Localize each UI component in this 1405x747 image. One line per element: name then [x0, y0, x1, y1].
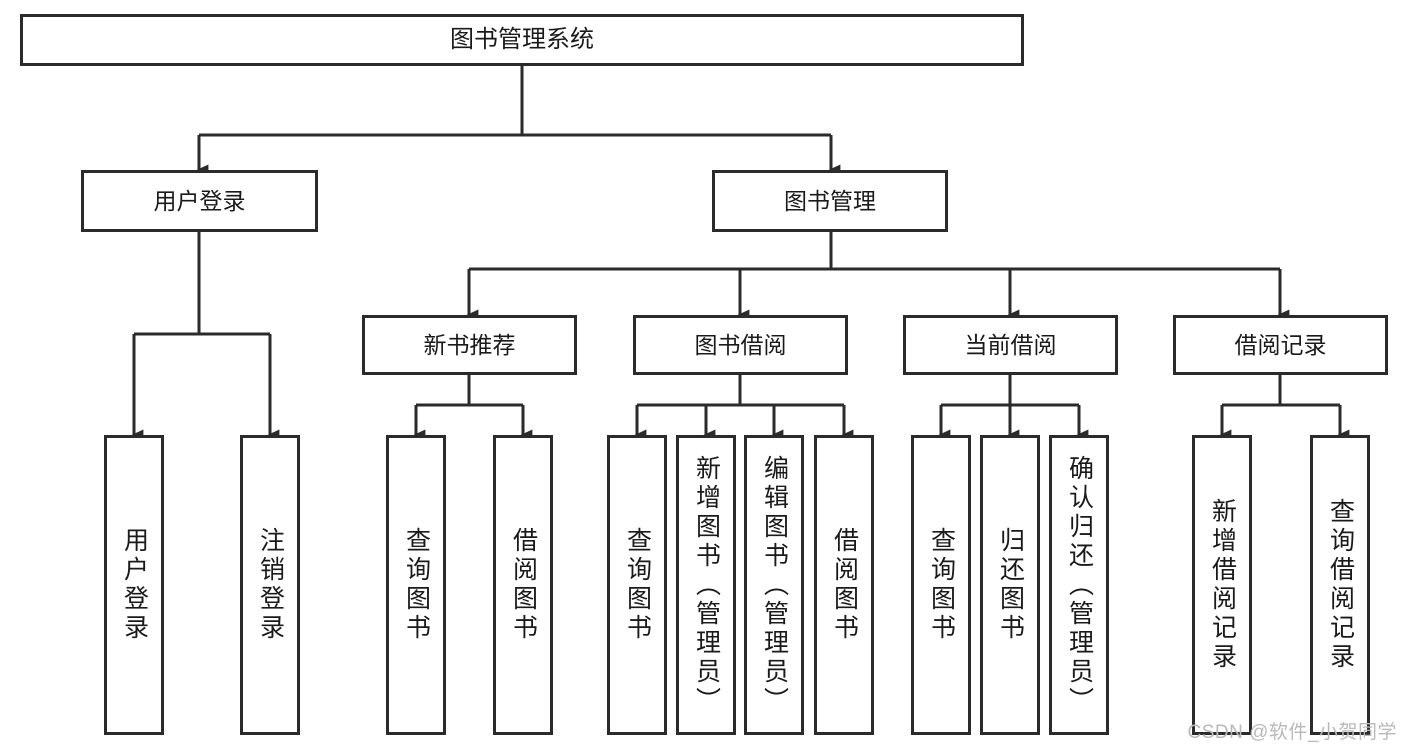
node-label: 借阅图书: [830, 527, 859, 643]
node-root-system[interactable]: 图书管理系统: [20, 14, 1024, 66]
watermark-text: CSDN @软件_小贺同学: [1187, 722, 1397, 743]
leaf-query-book-borrow[interactable]: 查询图书: [607, 435, 667, 735]
leaf-query-book-current[interactable]: 查询图书: [911, 435, 971, 735]
node-label: 借阅记录: [1234, 331, 1327, 358]
node-user-login[interactable]: 用户登录: [81, 170, 318, 232]
node-label: 借阅图书: [509, 527, 538, 643]
leaf-borrow-book-new[interactable]: 借阅图书: [493, 435, 553, 735]
node-label: 查询图书: [927, 527, 956, 643]
node-label: 新书推荐: [423, 331, 516, 358]
leaf-query-book-new[interactable]: 查询图书: [386, 435, 446, 735]
leaf-query-borrow-record[interactable]: 查询借阅记录: [1310, 435, 1370, 735]
node-label: 确认归还（管理员）: [1065, 454, 1094, 716]
leaf-add-book-admin[interactable]: 新增图书（管理员）: [676, 435, 736, 735]
node-label: 编辑图书（管理员）: [760, 454, 789, 716]
node-label: 查询图书: [623, 527, 652, 643]
node-label: 用户登录: [153, 187, 246, 214]
node-label: 图书管理系统: [450, 26, 594, 54]
node-book-borrow[interactable]: 图书借阅: [633, 315, 848, 375]
node-label: 归还图书: [996, 527, 1025, 643]
node-label: 用户登录: [120, 527, 149, 643]
node-label: 注销登录: [256, 527, 285, 643]
leaf-user-login[interactable]: 用户登录: [104, 435, 164, 735]
node-new-book-recommend[interactable]: 新书推荐: [362, 315, 577, 375]
node-label: 查询借阅记录: [1326, 498, 1355, 672]
node-label: 图书管理: [784, 187, 876, 214]
node-label: 查询图书: [402, 527, 431, 643]
node-label: 当前借阅: [964, 331, 1057, 358]
leaf-confirm-return-admin[interactable]: 确认归还（管理员）: [1049, 435, 1109, 735]
leaf-return-book[interactable]: 归还图书: [980, 435, 1040, 735]
node-label: 图书借阅: [694, 331, 787, 358]
leaf-edit-book-admin[interactable]: 编辑图书（管理员）: [744, 435, 804, 735]
node-current-borrow[interactable]: 当前借阅: [903, 315, 1118, 375]
node-borrow-record[interactable]: 借阅记录: [1173, 315, 1388, 375]
leaf-logout[interactable]: 注销登录: [240, 435, 300, 735]
node-label: 新增借阅记录: [1208, 498, 1237, 672]
leaf-borrow-book[interactable]: 借阅图书: [814, 435, 874, 735]
node-book-management[interactable]: 图书管理: [712, 170, 948, 232]
node-label: 新增图书（管理员）: [692, 454, 721, 716]
leaf-add-borrow-record[interactable]: 新增借阅记录: [1192, 435, 1252, 735]
